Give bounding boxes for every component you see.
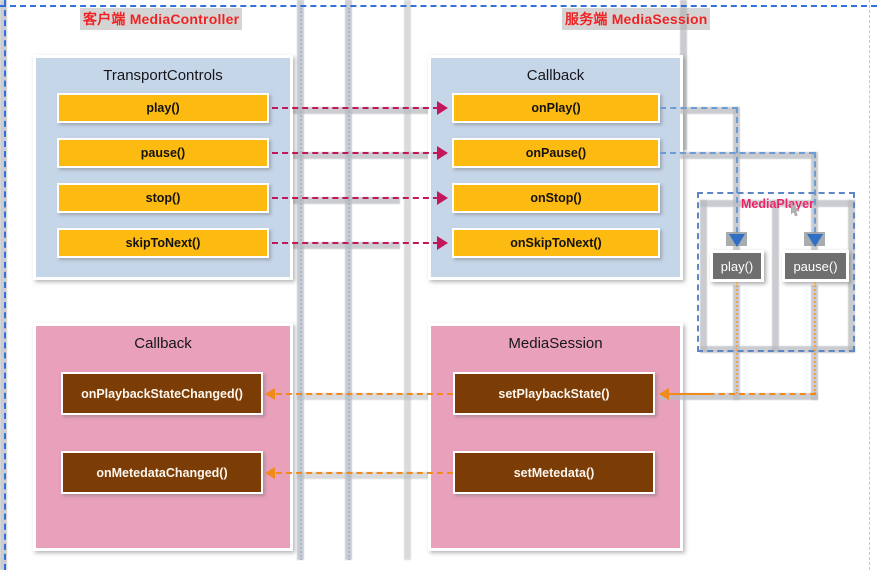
button-on-stop[interactable]: onStop() xyxy=(452,183,660,213)
arrowhead-onmetedatachanged xyxy=(265,467,275,479)
guide-band-h1 xyxy=(280,107,460,114)
connector-onpause-to-mp-pause-h xyxy=(660,152,815,154)
button-set-metedata[interactable]: setMetedata() xyxy=(453,451,655,494)
connector-setmetedata-to-onmetedatachanged xyxy=(276,472,453,474)
route-band-play-h xyxy=(680,107,738,114)
canvas-border-top xyxy=(0,5,877,7)
panel-title: MediaSession xyxy=(508,335,603,352)
button-on-metedata-changed[interactable]: onMetedataChanged() xyxy=(61,451,263,494)
arrowhead-onstop xyxy=(437,191,448,205)
route-band-mp-mid xyxy=(772,200,779,352)
connector-onplay-to-mp-play-v xyxy=(736,107,738,233)
arrowhead-setplaybackstate xyxy=(659,388,669,400)
button-on-pause[interactable]: onPause() xyxy=(452,138,660,168)
guide-band-v5 xyxy=(680,0,687,150)
button-mediaplayer-pause[interactable]: pause() xyxy=(782,250,849,282)
mouse-cursor xyxy=(791,203,800,217)
panel-title: TransportControls xyxy=(103,67,223,84)
guide-line-v1 xyxy=(300,8,302,560)
button-on-playback-state-changed[interactable]: onPlaybackStateChanged() xyxy=(61,372,263,415)
arrowhead-onplay xyxy=(437,101,448,115)
button-skip-to-next[interactable]: skipToNext() xyxy=(57,228,269,258)
button-pause[interactable]: pause() xyxy=(57,138,269,168)
button-mediaplayer-play[interactable]: play() xyxy=(710,250,764,282)
canvas-border-left xyxy=(4,0,6,570)
panel-title: Callback xyxy=(526,67,585,84)
button-on-play[interactable]: onPlay() xyxy=(452,93,660,123)
guide-line-v2 xyxy=(348,8,350,560)
group-mediaplayer xyxy=(697,192,855,352)
guide-band-h3 xyxy=(280,197,400,204)
panel-callback-client: Callback xyxy=(33,323,293,551)
arrowhead-onskiptonext xyxy=(437,236,448,250)
panel-media-session: MediaSession xyxy=(428,323,683,551)
connector-mp-to-setplaybackstate-solid xyxy=(668,393,713,395)
guide-band-h5 xyxy=(297,393,457,400)
guide-band-h4 xyxy=(280,242,400,249)
route-band-mp-right xyxy=(848,200,855,352)
connector-mp-play-to-setplaybackstate-v xyxy=(736,282,738,394)
header-server: 服务端 MediaSession xyxy=(562,8,711,30)
connector-setplaybackstate-to-onplaybackstatechanged xyxy=(276,393,453,395)
connector-mp-pause-to-setplaybackstate-v xyxy=(814,282,816,394)
panel-title: Callback xyxy=(134,335,192,352)
connector-play-to-onplay xyxy=(272,107,439,109)
guide-band-v4 xyxy=(404,0,411,560)
route-band-orange-h xyxy=(660,393,818,400)
canvas-border-right xyxy=(869,0,870,570)
guide-band-h2 xyxy=(280,152,460,159)
connector-mp-to-setplaybackstate-h xyxy=(668,393,816,395)
arrowhead-mp-pause xyxy=(807,234,823,247)
guide-band-v1 xyxy=(0,0,7,570)
button-set-playback-state[interactable]: setPlaybackState() xyxy=(453,372,655,415)
header-client: 客户端 MediaController xyxy=(80,8,243,30)
route-band-mp-left xyxy=(700,200,707,352)
button-stop[interactable]: stop() xyxy=(57,183,269,213)
connector-stop-to-onstop xyxy=(272,197,439,199)
mediaplayer-label: MediaPlayer xyxy=(741,197,814,211)
connector-onplay-to-mp-play-h xyxy=(660,107,738,109)
button-play[interactable]: play() xyxy=(57,93,269,123)
arrowhead-mp-play xyxy=(729,234,745,247)
guide-band-h6 xyxy=(297,472,457,479)
arrowhead-onpause xyxy=(437,146,448,160)
route-band-pause-h xyxy=(680,152,816,159)
connector-pause-to-onpause xyxy=(272,152,439,154)
button-on-skip-to-next[interactable]: onSkipToNext() xyxy=(452,228,660,258)
arrowhead-onplaybackstatechanged xyxy=(265,388,275,400)
connector-skiptonext-to-onskiptonext xyxy=(272,242,439,244)
